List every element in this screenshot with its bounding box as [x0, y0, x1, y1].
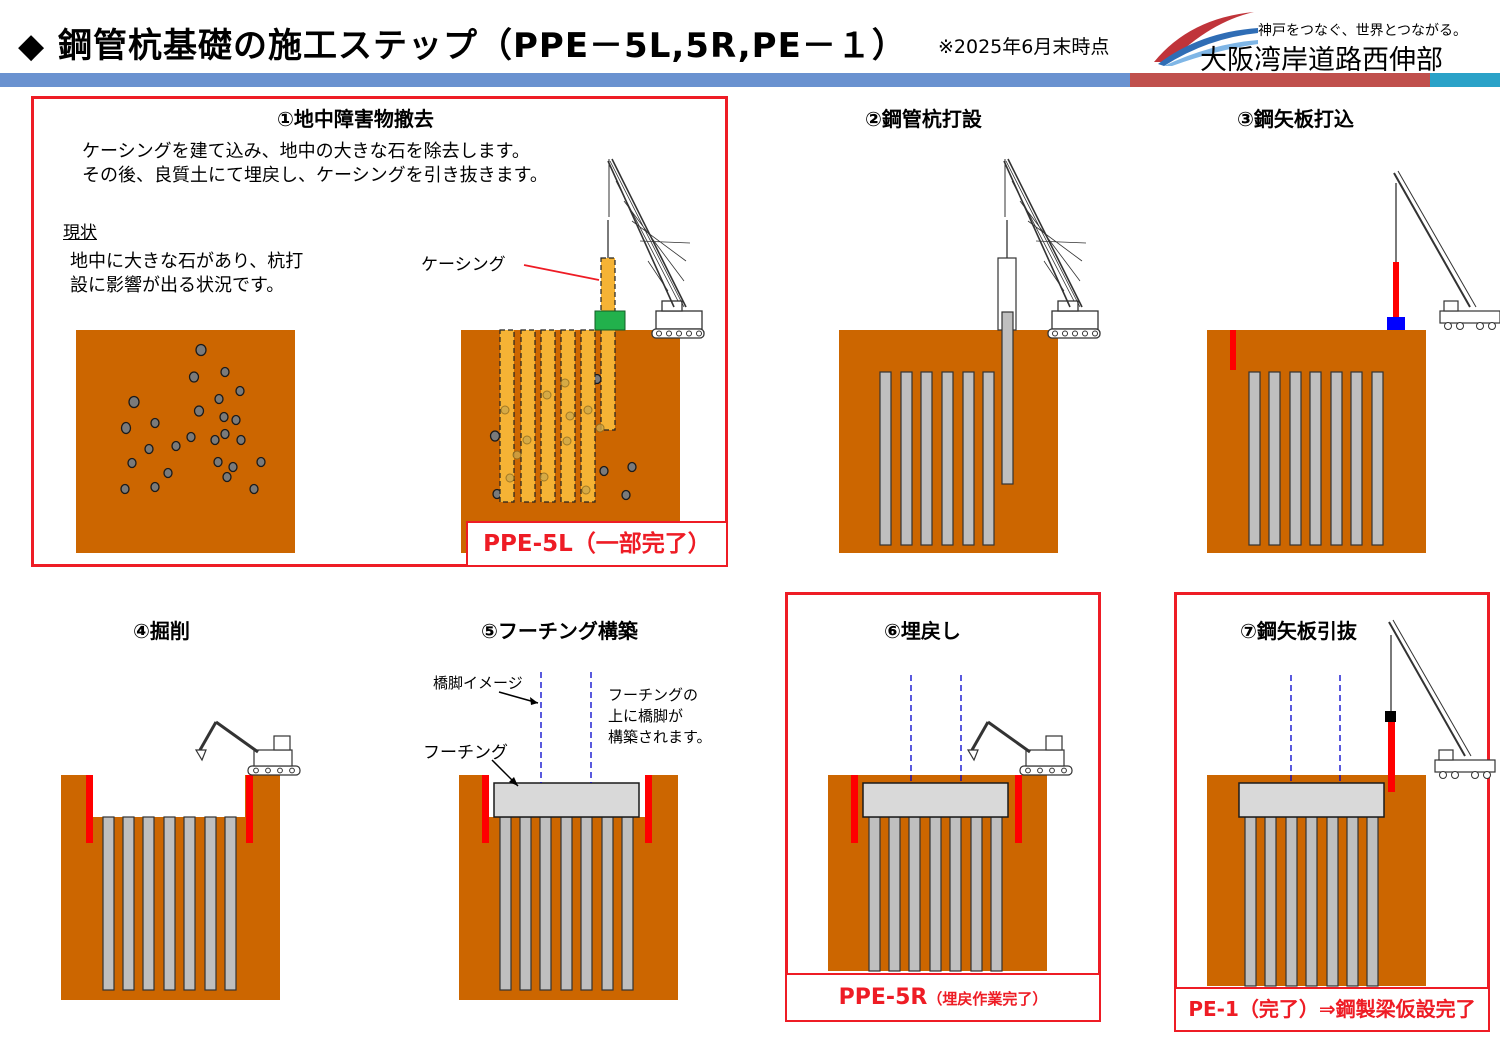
step6-status-badge: PPE-5R（埋戻作業完了） [785, 973, 1101, 1022]
footing-note: フーチングの 上に橋脚が 構築されます。 [608, 685, 712, 748]
step4-piles [102, 816, 237, 991]
step1-description: ケーシングを建て込み、地中の大きな石を除去します。 その後、良質土にて埋戻し、ケ… [82, 140, 548, 188]
as-of-date: ※2025年6月末時点 [938, 36, 1110, 58]
step6-status-main: PPE-5R [838, 985, 928, 1010]
step6-status-sub: （埋戻作業完了） [927, 990, 1048, 1008]
step3-vibro-hammer [1387, 317, 1405, 330]
page-title: ◆ 鋼管杭基礎の施工ステップ（PPE－5L,5R,PE－１） [18, 26, 907, 66]
step7-footing [1238, 782, 1385, 818]
step1-description-line1: ケーシングを建て込み、地中の大きな石を除去します。 [82, 141, 530, 162]
header-band-cyan [1430, 73, 1500, 87]
current-state-text: 地中に大きな石があり、杭打 設に影響が出る状況です。 [70, 250, 303, 298]
casing-pointer-line [523, 264, 600, 281]
step7-sheet-pile-extracting [1388, 722, 1395, 792]
pier-image-label: 橋脚イメージ [433, 674, 523, 692]
logo-swoosh-icon [1154, 12, 1258, 66]
step1-status-badge: PPE-5L（一部完了） [466, 521, 728, 567]
step1-title: ①地中障害物撤去 [277, 107, 434, 131]
step3-title: ③鋼矢板打込 [1237, 107, 1354, 131]
current-state-line2: 設に影響が出る状況です。 [70, 275, 285, 296]
footing-note-line3: 構築されます。 [608, 728, 712, 746]
step6-footing [862, 782, 1009, 818]
footing-note-line2: 上に橋脚が [608, 707, 684, 725]
step7-title: ⑦鋼矢板引抜 [1240, 619, 1357, 643]
step3-sheet-pile-left [1230, 330, 1236, 370]
casing-label: ケーシング [421, 255, 506, 275]
footing-note-line1: フーチングの [608, 686, 699, 704]
current-state-heading: 現状 [63, 223, 97, 243]
step2-driving-pile [1001, 311, 1014, 485]
header-band-blue [0, 73, 1130, 87]
logo-name: 大阪湾岸道路西伸部 [1200, 45, 1443, 76]
step1-casing-head [594, 310, 626, 331]
step3-piles [1248, 371, 1384, 546]
footing-label: フーチング [423, 743, 508, 763]
step7-piles [1244, 816, 1379, 987]
header-band-red [1130, 73, 1430, 87]
step4-title: ④掘削 [133, 619, 190, 643]
current-state-line1: 地中に大きな石があり、杭打 [70, 251, 304, 272]
step1-boulders [120, 343, 266, 495]
step6-piles [868, 816, 1003, 972]
step1-description-line2: その後、良質土にて埋戻し、ケーシングを引き抜きます。 [82, 165, 548, 186]
step5-title: ⑤フーチング構築 [481, 619, 638, 643]
step6-title: ⑥埋戻し [884, 619, 961, 643]
step5-footing [493, 782, 640, 818]
step3-sheet-pile-driving [1393, 262, 1399, 317]
step1-highlight-frame [31, 96, 728, 567]
step7-status-badge: PE-1（完了）⇒鋼製梁仮設完了 [1174, 987, 1490, 1032]
step2-piles [879, 371, 995, 546]
step1-ground-current [76, 330, 295, 553]
step5-piles [499, 816, 634, 991]
logo-tagline: 神戸をつなぐ、世界とつながる。 [1258, 23, 1468, 39]
step2-title: ②鋼管杭打設 [865, 107, 982, 131]
